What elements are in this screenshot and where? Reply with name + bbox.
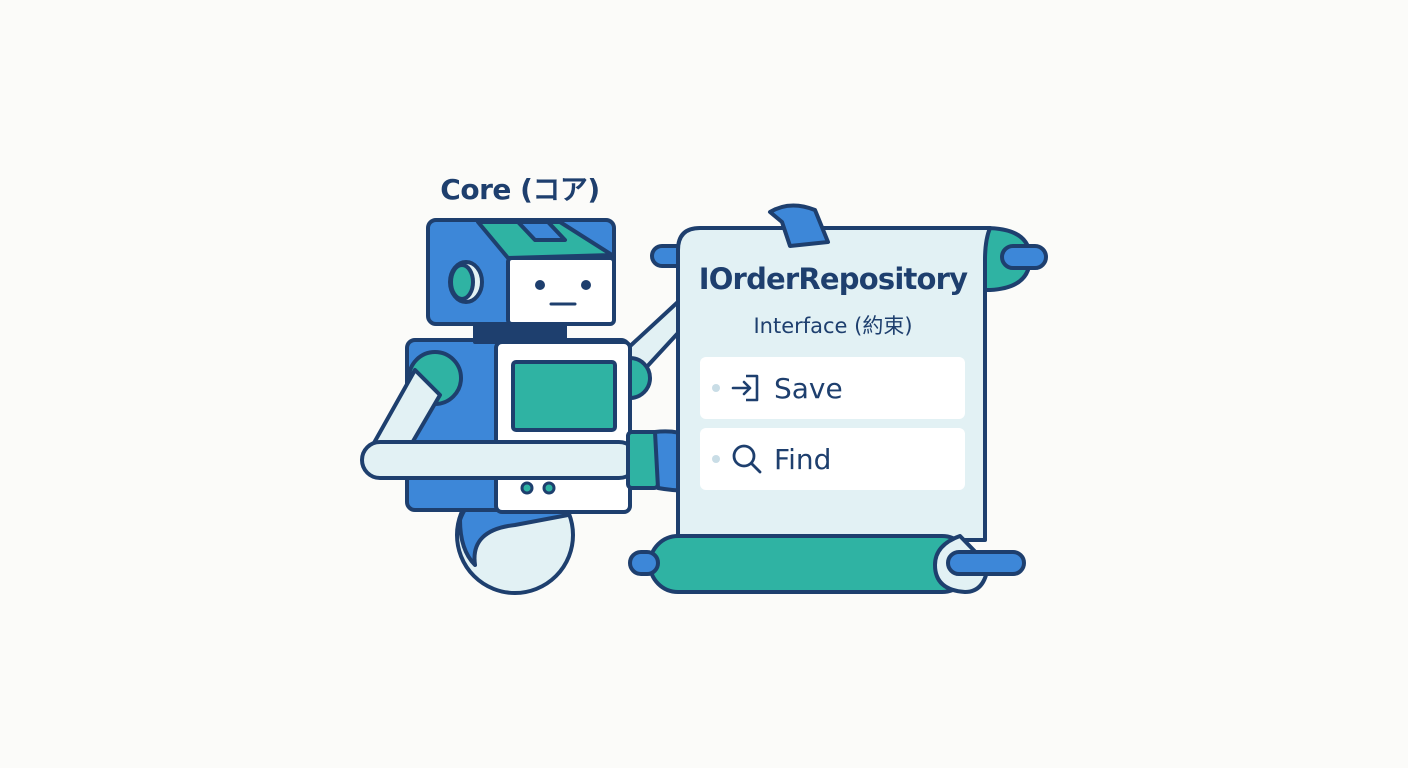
robot-label: Core (コア) xyxy=(440,173,600,206)
search-icon xyxy=(732,444,762,474)
robot-front-arm xyxy=(360,440,639,480)
scroll-clip xyxy=(768,203,830,248)
method-label: Save xyxy=(774,371,843,405)
method-label: Find xyxy=(774,442,832,476)
interface-subtitle: Interface (約束) xyxy=(753,314,913,338)
bullet-icon xyxy=(712,455,720,463)
scroll-bottom-roll xyxy=(648,534,972,594)
robot-head xyxy=(426,218,616,326)
sign-in-icon xyxy=(731,374,759,402)
interface-title: IOrderRepository xyxy=(698,262,968,296)
robot-chest-screen xyxy=(511,360,617,432)
bullet-icon xyxy=(712,384,720,392)
method-save: Save xyxy=(700,357,965,419)
method-find: Find xyxy=(700,428,965,490)
